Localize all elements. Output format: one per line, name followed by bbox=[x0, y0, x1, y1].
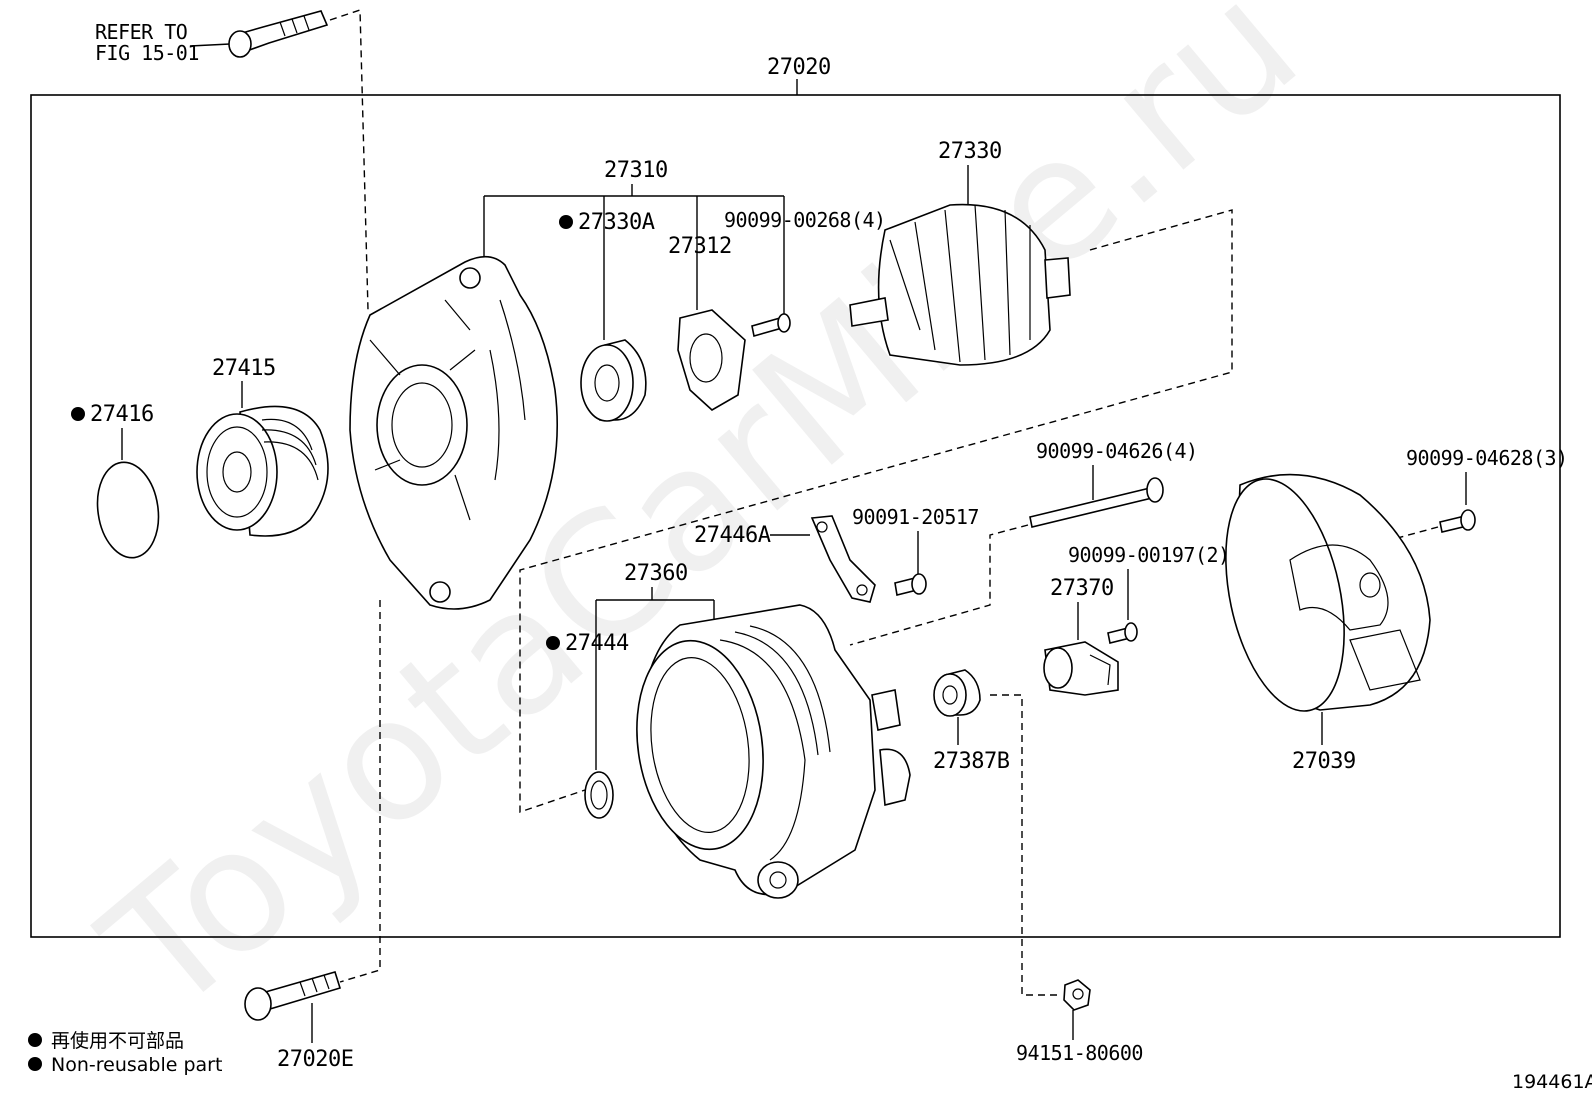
plate-27312[interactable] bbox=[677, 309, 746, 411]
label-27330[interactable]: 27330 bbox=[938, 139, 1002, 164]
label-90091-20517[interactable]: 90091-20517 bbox=[852, 505, 979, 529]
drive-end-frame-27310[interactable] bbox=[349, 255, 559, 610]
screw-90099-04628[interactable] bbox=[1439, 509, 1476, 533]
bearing-27330A[interactable] bbox=[580, 339, 647, 422]
label-27020[interactable]: 27020 bbox=[767, 55, 831, 80]
legend-dot-en bbox=[28, 1057, 42, 1071]
brush-holder-27370[interactable] bbox=[1043, 641, 1119, 696]
label-90099-00197[interactable]: 90099-00197(2) bbox=[1068, 543, 1230, 567]
screw-90099-00197[interactable] bbox=[1107, 622, 1138, 644]
rear-cover-27039[interactable] bbox=[1207, 468, 1431, 722]
through-bolt-90099-04626[interactable] bbox=[1029, 477, 1164, 528]
label-27310[interactable]: 27310 bbox=[604, 158, 668, 183]
pulley-27415[interactable] bbox=[196, 405, 329, 537]
screw-90099-00268[interactable] bbox=[751, 313, 791, 338]
label-27416[interactable]: 27416 bbox=[90, 402, 154, 427]
rotor-27330[interactable] bbox=[849, 203, 1071, 366]
label-27360[interactable]: 27360 bbox=[624, 561, 688, 586]
washer-27444[interactable] bbox=[584, 771, 614, 819]
legend-dot-jp bbox=[28, 1033, 42, 1047]
top-bolt[interactable] bbox=[228, 10, 329, 58]
bracket-27446A[interactable] bbox=[810, 515, 876, 603]
refer-note-line2[interactable]: FIG 15-01 bbox=[95, 41, 199, 65]
label-94151-80600[interactable]: 94151-80600 bbox=[1016, 1041, 1143, 1065]
nonreusable-mark bbox=[546, 636, 560, 650]
label-27444[interactable]: 27444 bbox=[565, 631, 629, 656]
label-27312[interactable]: 27312 bbox=[668, 234, 732, 259]
label-27446A[interactable]: 27446A bbox=[694, 523, 771, 548]
nut-94151-80600[interactable] bbox=[1063, 979, 1091, 1011]
bolt-27020E[interactable] bbox=[244, 971, 342, 1021]
nonreusable-mark bbox=[71, 407, 85, 421]
label-90099-04628[interactable]: 90099-04628(3) bbox=[1406, 446, 1568, 470]
refer-note-line1: REFER TO bbox=[95, 20, 187, 44]
label-90099-00268[interactable]: 90099-00268(4) bbox=[724, 208, 886, 232]
insulator-27387B[interactable] bbox=[933, 669, 981, 717]
legend-en: Non-reusable part bbox=[51, 1054, 222, 1076]
bolt-90091-20517[interactable] bbox=[894, 573, 927, 596]
label-27370[interactable]: 27370 bbox=[1050, 576, 1114, 601]
label-90099-04626[interactable]: 90099-04626(4) bbox=[1036, 439, 1198, 463]
cover-27416[interactable] bbox=[92, 458, 165, 561]
label-27020E[interactable]: 27020E bbox=[277, 1047, 354, 1072]
label-27330A[interactable]: 27330A bbox=[578, 210, 655, 235]
assembly-frame bbox=[30, 94, 1561, 938]
figure-id: 194461A bbox=[1512, 1071, 1592, 1093]
rear-frame-27360[interactable] bbox=[624, 604, 911, 899]
legend-jp: 再使用不可部品 bbox=[51, 1030, 184, 1052]
nonreusable-mark bbox=[559, 215, 573, 229]
label-27387B[interactable]: 27387B bbox=[933, 749, 1010, 774]
label-27415[interactable]: 27415 bbox=[212, 356, 276, 381]
label-27039[interactable]: 27039 bbox=[1292, 749, 1356, 774]
